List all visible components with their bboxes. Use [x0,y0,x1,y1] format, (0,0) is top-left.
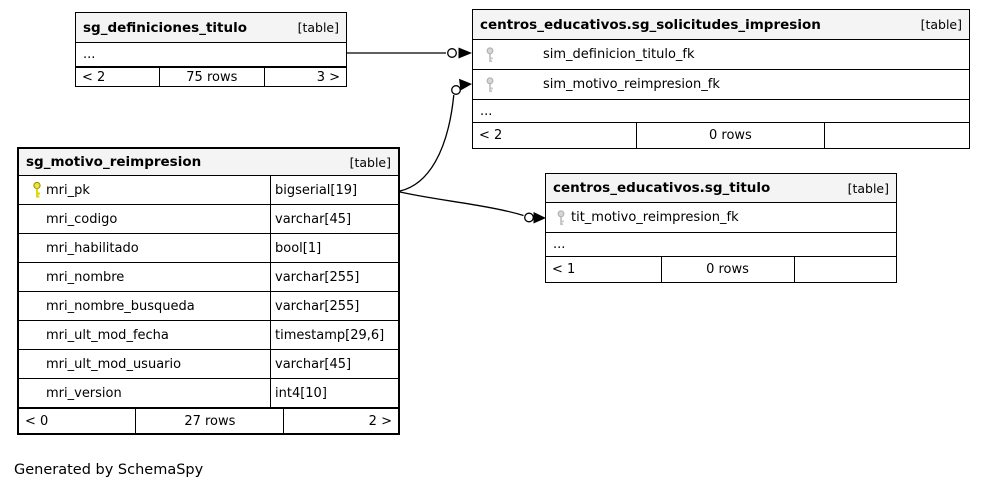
foreign-key-icon [485,76,495,93]
ellipsis-text: ... [83,47,96,62]
column-row-mri-nombre: mri_nombre varchar[255] [19,263,398,292]
column-type: bool[1] [270,234,398,262]
table-name[interactable]: centros_educativos.sg_solicitudes_impres… [480,16,821,33]
column-row-sim-motivo-reimpresion-fk: sim_motivo_reimpresion_fk [473,70,969,100]
column-name: mri_ult_mod_usuario [46,356,182,372]
column-type: varchar[255] [270,263,398,291]
column-type: bigserial[19] [270,176,398,204]
relationship-edge-motivo-to-titulo [399,191,546,224]
column-name: mri_nombre_busqueda [46,298,195,314]
children-count: 2 > [368,413,392,429]
column-row-mri-version: mri_version int4[10] [19,379,398,408]
foreign-key-icon [556,209,566,226]
table-name[interactable]: sg_definiciones_titulo [83,19,248,36]
zero-or-one-dot [451,85,461,95]
row-count: 0 rows [662,257,795,282]
column-row-mri-nombre-busqueda: mri_nombre_busqueda varchar[255] [19,292,398,321]
table-footer: < 0 27 rows 2 > [19,408,398,433]
arrowhead-icon [458,47,472,59]
relationship-edge-motivo-to-solicitudes [399,78,472,192]
table-footer: < 2 0 rows [473,123,969,148]
column-name: mri_habilitado [46,240,139,256]
children-count: 3 > [316,69,340,85]
table-tag: [table] [847,180,889,196]
table-tag: [table] [920,17,962,32]
parent-count: < 2 [473,123,637,148]
table-header[interactable]: centros_educativos.sg_titulo [table] [546,174,896,203]
column-name: mri_codigo [46,211,118,227]
column-name: tit_motivo_reimpresion_fk [571,210,739,225]
column-row-mri-habilitado: mri_habilitado bool[1] [19,234,398,263]
children-count [795,257,897,282]
column-name: sim_definicion_titulo_fk [543,47,695,62]
column-type: varchar[255] [270,292,398,320]
column-type: varchar[45] [270,350,398,378]
column-row-mri-codigo: mri_codigo varchar[45] [19,205,398,234]
table-name[interactable]: centros_educativos.sg_titulo [553,180,771,196]
column-name: mri_ult_mod_fecha [46,327,169,343]
zero-or-one-dot [524,212,534,223]
column-name: mri_nombre [46,269,125,285]
row-count: 75 rows [160,68,265,86]
table-sg-titulo: centros_educativos.sg_titulo [table] tit… [545,173,897,283]
row-count: 27 rows [136,409,285,433]
zero-or-one-dot [447,48,457,58]
column-row-mri-ult-mod-fecha: mri_ult_mod_fecha timestamp[29,6] [19,321,398,350]
elided-columns-row: ... [473,100,969,123]
elided-columns-row: ... [546,233,896,257]
column-row-mri-pk: mri_pk bigserial[19] [19,176,398,205]
relationship-edge-definiciones-to-solicitudes [347,47,472,59]
parent-count: < 2 [76,68,160,86]
table-tag: [table] [349,154,391,170]
table-sg-motivo-reimpresion: sg_motivo_reimpresion [table] mri_pk big… [17,147,400,435]
table-header[interactable]: centros_educativos.sg_solicitudes_impres… [473,10,969,40]
table-footer: < 1 0 rows [546,257,896,282]
column-type: timestamp[29,6] [270,321,398,349]
column-name: sim_motivo_reimpresion_fk [543,77,720,92]
arrowhead-icon [459,78,472,91]
column-row-mri-ult-mod-usuario: mri_ult_mod_usuario varchar[45] [19,350,398,379]
column-name: mri_version [46,385,122,401]
row-count: 0 rows [637,123,826,148]
table-tag: [table] [297,20,339,35]
column-name: mri_pk [46,182,90,198]
parent-count: < 1 [546,257,662,282]
table-header[interactable]: sg_motivo_reimpresion [table] [19,149,398,176]
column-row-sim-definicion-titulo-fk: sim_definicion_titulo_fk [473,40,969,70]
column-type: varchar[45] [270,205,398,233]
table-sg-definiciones-titulo: sg_definiciones_titulo [table] ... < 2 7… [75,12,347,87]
foreign-key-icon [485,46,495,63]
elided-columns-row: ... [76,43,346,67]
children-count [825,123,969,148]
table-sg-solicitudes-impresion: centros_educativos.sg_solicitudes_impres… [472,9,970,149]
column-type: int4[10] [270,379,398,407]
table-header[interactable]: sg_definiciones_titulo [table] [76,13,346,43]
generated-by-text: Generated by SchemaSpy [14,462,204,478]
ellipsis-text: ... [553,237,566,252]
primary-key-icon [32,181,42,199]
parent-count: < 0 [19,409,137,433]
table-footer: < 2 75 rows 3 > [76,67,346,86]
ellipsis-text: ... [480,103,493,119]
table-name[interactable]: sg_motivo_reimpresion [26,154,202,170]
column-row-tit-motivo-reimpresion-fk: tit_motivo_reimpresion_fk [546,203,896,233]
